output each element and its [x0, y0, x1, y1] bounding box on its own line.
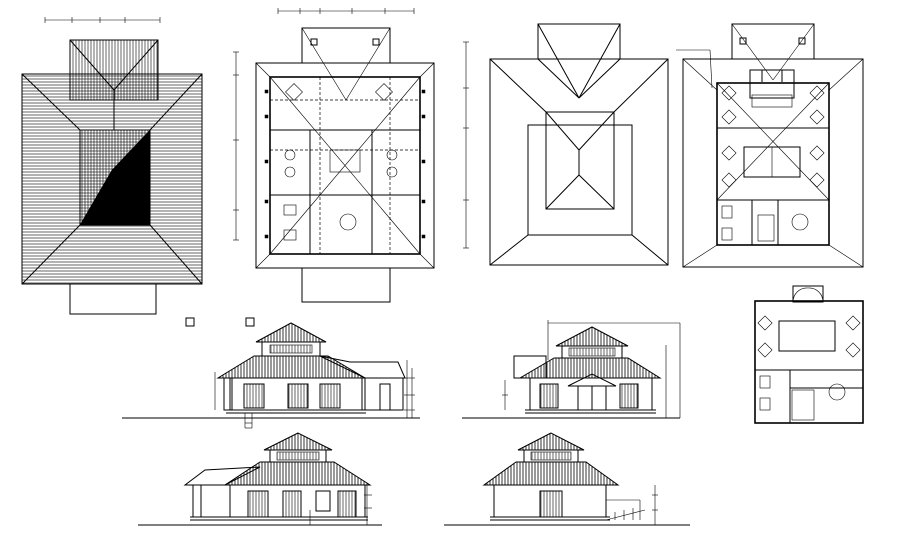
pavilion-plan-bathroom-fixtures	[759, 375, 771, 411]
roof-outline-upper-hip	[527, 124, 633, 236]
side-elevation-right-upper-roof	[555, 326, 629, 347]
floor-plan-entry-gable	[301, 27, 391, 64]
side-elevation-left	[444, 432, 690, 526]
rear-elevation-side-roof	[183, 466, 261, 486]
floor-plan-furniture	[283, 83, 398, 241]
furniture-plan-roof-outline	[682, 58, 864, 268]
front-elevation-side-roof	[319, 355, 406, 379]
furniture-plan-round-table	[791, 213, 809, 231]
side-elevation-left-ramp	[605, 499, 646, 521]
ground-floor-plan	[233, 8, 435, 303]
pavilion-plan-walls	[754, 300, 864, 424]
pavilion-plan-armchairs	[757, 315, 861, 358]
furniture-plan-entry-door	[749, 69, 795, 99]
roof-porch-outline	[69, 283, 157, 315]
side-elevation-right-dimensions	[502, 320, 681, 418]
furniture-plan-bathroom-fixtures	[721, 205, 775, 242]
front-elevation-dimensions	[214, 360, 415, 418]
side-elevation-left-dimensions	[652, 485, 658, 525]
pavilion-plan-table	[778, 320, 836, 352]
roof-outline-plan	[463, 23, 669, 266]
floor-plan-porch	[301, 267, 391, 303]
rear-elevation-column	[192, 484, 202, 518]
floor-plan-dimension-left	[233, 51, 239, 241]
side-elevation-right-main-roof	[518, 357, 662, 379]
pavilion-plan-round-table	[828, 383, 846, 401]
roof-outline-dimension-left	[463, 41, 469, 249]
rear-elevation	[138, 432, 382, 526]
pavilion-plan	[754, 285, 864, 424]
pavilion-plan-entry-door	[792, 285, 824, 303]
rear-elevation-upper-roof	[263, 432, 333, 451]
side-elevation-left-upper-roof	[517, 432, 585, 451]
front-elevation	[122, 317, 420, 429]
side-elevation-left-main-roof	[482, 461, 620, 486]
furniture-plan-walls	[716, 82, 830, 246]
front-elevation-stairs	[244, 413, 253, 429]
roof-hatch-plan	[21, 17, 203, 315]
side-elevation-right	[462, 320, 681, 419]
floor-plan-outer-walls	[269, 76, 421, 255]
front-elevation-upper-roof	[255, 322, 327, 343]
floor-plan-dimension-top	[277, 8, 415, 14]
furniture-plan-armchairs	[721, 85, 825, 188]
roof-hatch-dimension-line	[44, 17, 161, 23]
elevation-marker-b	[245, 317, 255, 327]
floor-plan-column-markers	[264, 89, 426, 239]
rear-elevation-main-roof	[223, 461, 372, 486]
elevation-marker-a	[185, 317, 195, 327]
rear-elevation-dimensions	[309, 485, 372, 525]
furniture-plan	[676, 23, 864, 268]
